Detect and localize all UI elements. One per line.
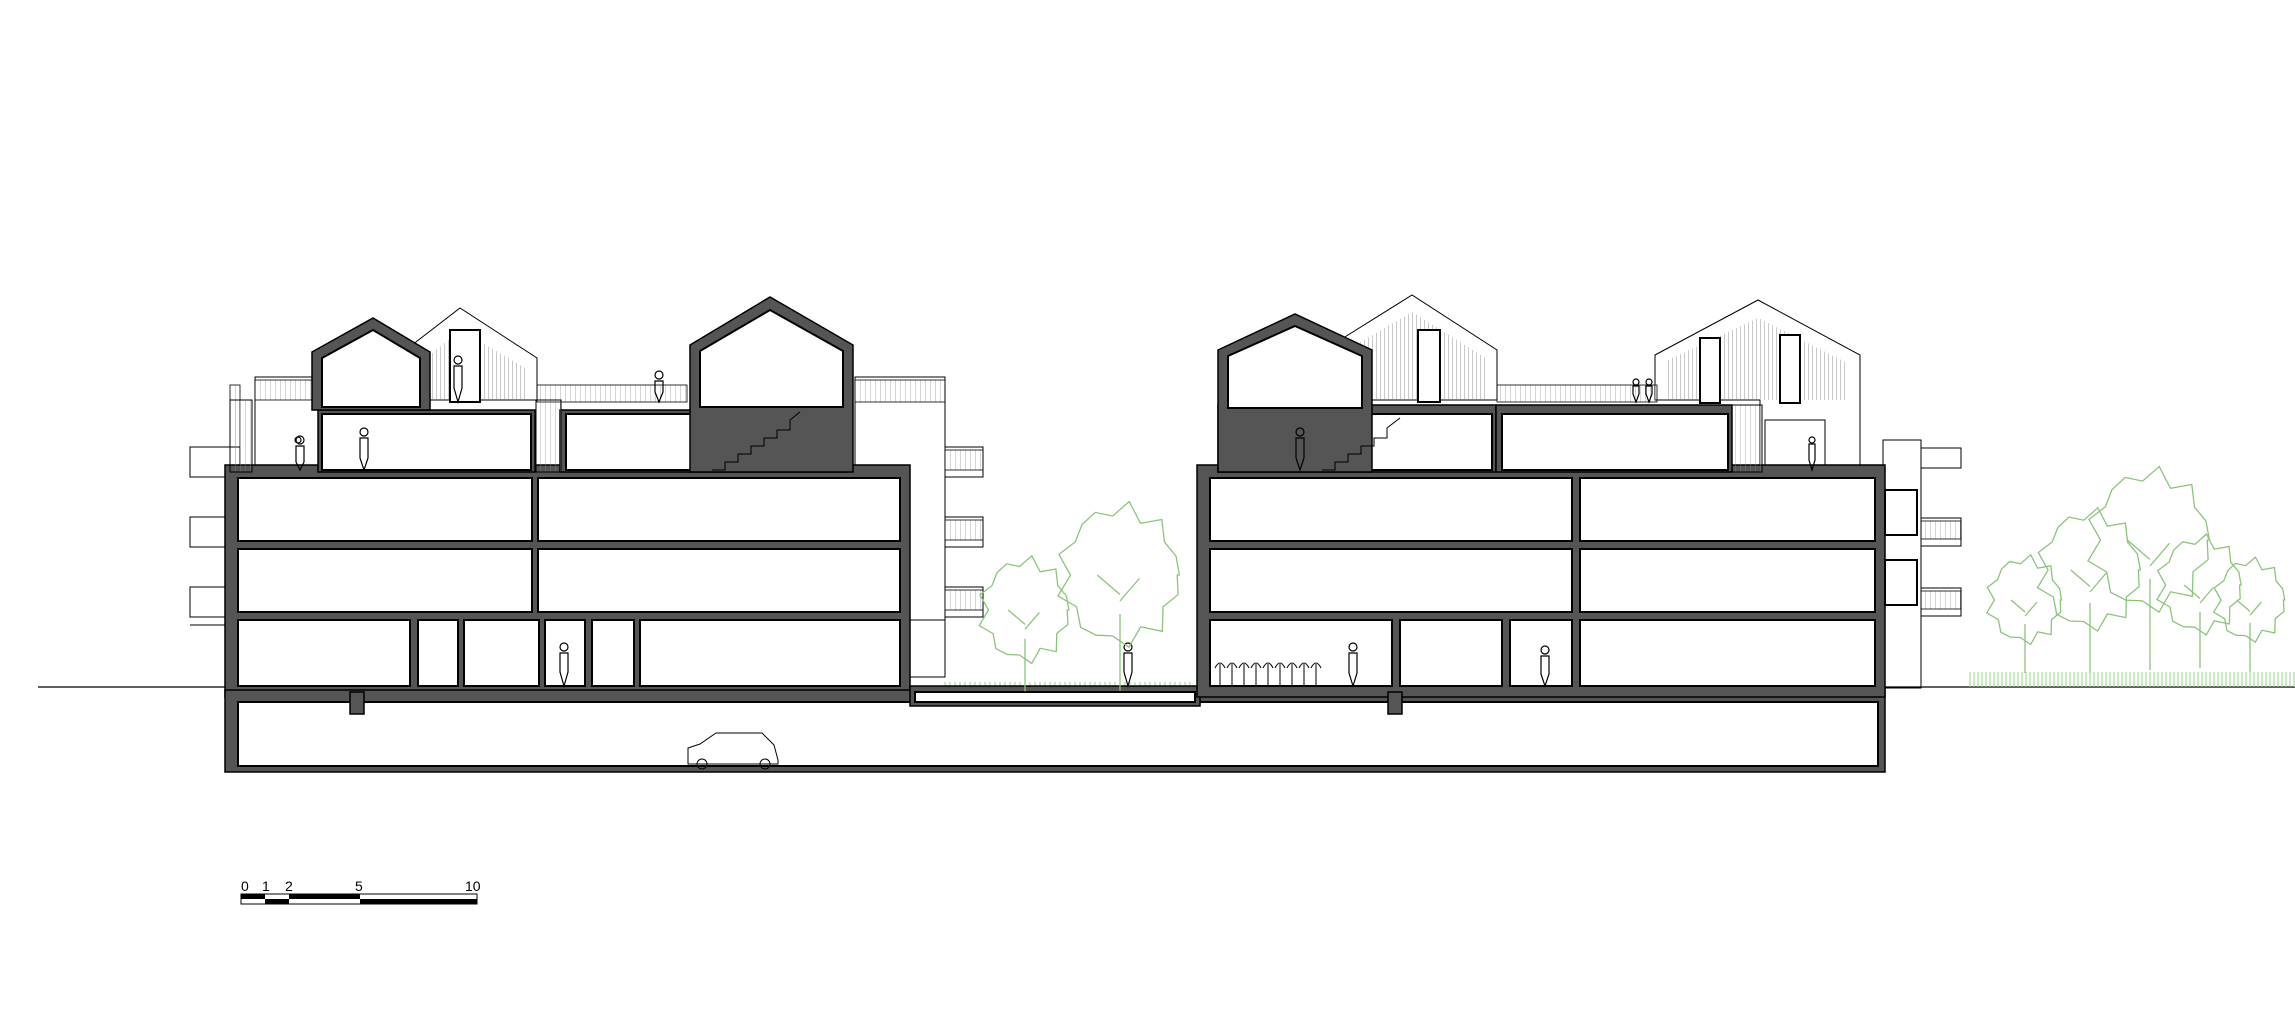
person-figure (1348, 642, 1358, 689)
person-figure (1295, 427, 1305, 472)
bicycle (1274, 662, 1286, 685)
bicycle (1214, 662, 1226, 685)
person-figure (1123, 642, 1133, 689)
left-building-section (224, 296, 1886, 773)
bicycle (1310, 662, 1322, 685)
tree (978, 554, 1070, 692)
person-figure (559, 642, 569, 689)
car-outline (687, 732, 779, 770)
bicycle (1262, 662, 1274, 685)
bicycle-rack (1214, 662, 1322, 685)
grass-strip (944, 672, 2295, 687)
tree (2212, 556, 2286, 672)
scale-tick-0: 0 (241, 878, 249, 894)
background-gable-house (411, 294, 1861, 466)
background-building-right (1882, 439, 1962, 689)
tree (2156, 533, 2242, 668)
person-figure (453, 355, 463, 405)
scale-tick-5: 5 (355, 878, 363, 894)
person-figure (1632, 378, 1640, 404)
tree (2087, 465, 2211, 670)
person-figure (654, 370, 664, 404)
person-figure (295, 435, 305, 472)
person-figure (1645, 378, 1653, 404)
person-figure (1808, 436, 1816, 473)
tree (1057, 500, 1181, 691)
tree (1985, 553, 2063, 673)
person-figure (359, 427, 369, 472)
scale-tick-1: 1 (262, 878, 270, 894)
trees (978, 465, 2286, 692)
roof-railing (229, 384, 1658, 471)
bicycle (1226, 662, 1238, 685)
bicycle (1298, 662, 1310, 685)
bicycle (1238, 662, 1250, 685)
tree (2036, 506, 2142, 673)
scale-bar: 0 1 2 5 10 (240, 878, 481, 905)
bicycle (1250, 662, 1262, 685)
bicycle (1286, 662, 1298, 685)
person-figure (294, 436, 302, 444)
scale-tick-10: 10 (465, 878, 481, 894)
human-figures (294, 355, 1816, 689)
scale-tick-2: 2 (285, 878, 293, 894)
person-figure (1540, 645, 1550, 688)
